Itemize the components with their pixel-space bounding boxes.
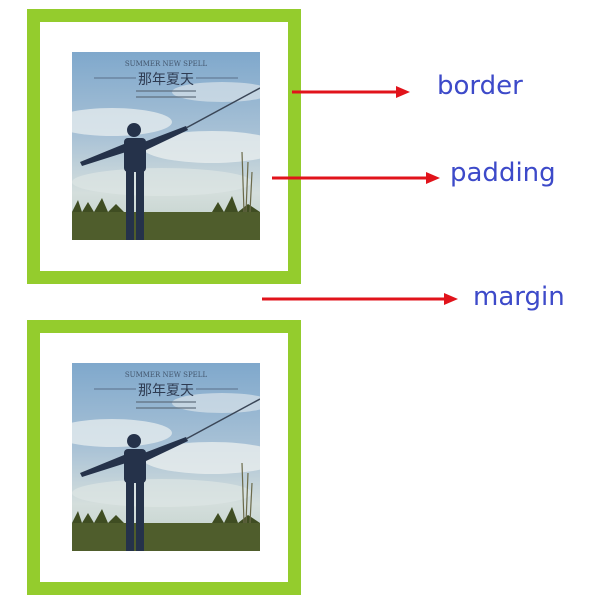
- photo-header-latin: SUMMER NEW SPELL: [125, 371, 208, 379]
- fishing-rod: [185, 87, 260, 129]
- border-arrow-head: [396, 86, 410, 98]
- person-silhouette: [80, 434, 188, 551]
- border-label: border: [437, 71, 523, 101]
- cloud: [72, 479, 252, 507]
- cloud: [72, 108, 172, 136]
- reeds: [241, 151, 253, 213]
- photo-title: 那年夏天: [138, 383, 194, 399]
- padding-label: padding: [450, 158, 556, 188]
- caption-line: [136, 90, 196, 92]
- caption-line: [136, 401, 196, 403]
- grass: [72, 523, 260, 551]
- top-photo: SUMMER NEW SPELL 那年夏天: [72, 52, 260, 240]
- cloud: [142, 442, 260, 474]
- cloud: [72, 419, 172, 447]
- padding-arrow-head: [426, 172, 440, 184]
- photo-illustration: SUMMER NEW SPELL 那年夏天: [72, 52, 260, 240]
- fishing-rod: [185, 398, 260, 440]
- bottom-photo: SUMMER NEW SPELL 那年夏天: [72, 363, 260, 551]
- grass: [72, 212, 260, 240]
- photo-header-latin: SUMMER NEW SPELL: [125, 60, 208, 68]
- photo-illustration: SUMMER NEW SPELL 那年夏天: [72, 363, 260, 551]
- margin-label: margin: [473, 282, 565, 312]
- grass-blades: [72, 507, 260, 523]
- caption-line: [136, 96, 196, 98]
- cloud: [142, 131, 260, 163]
- margin-arrow-head: [444, 293, 458, 305]
- cloud: [72, 168, 252, 196]
- photo-title: 那年夏天: [138, 72, 194, 88]
- grass-blades: [72, 196, 260, 212]
- bottom-bordered-box: SUMMER NEW SPELL 那年夏天: [27, 320, 301, 595]
- top-bordered-box: SUMMER NEW SPELL 那年夏天: [27, 9, 301, 284]
- person-silhouette: [80, 123, 188, 240]
- caption-line: [136, 407, 196, 409]
- reeds: [241, 462, 253, 524]
